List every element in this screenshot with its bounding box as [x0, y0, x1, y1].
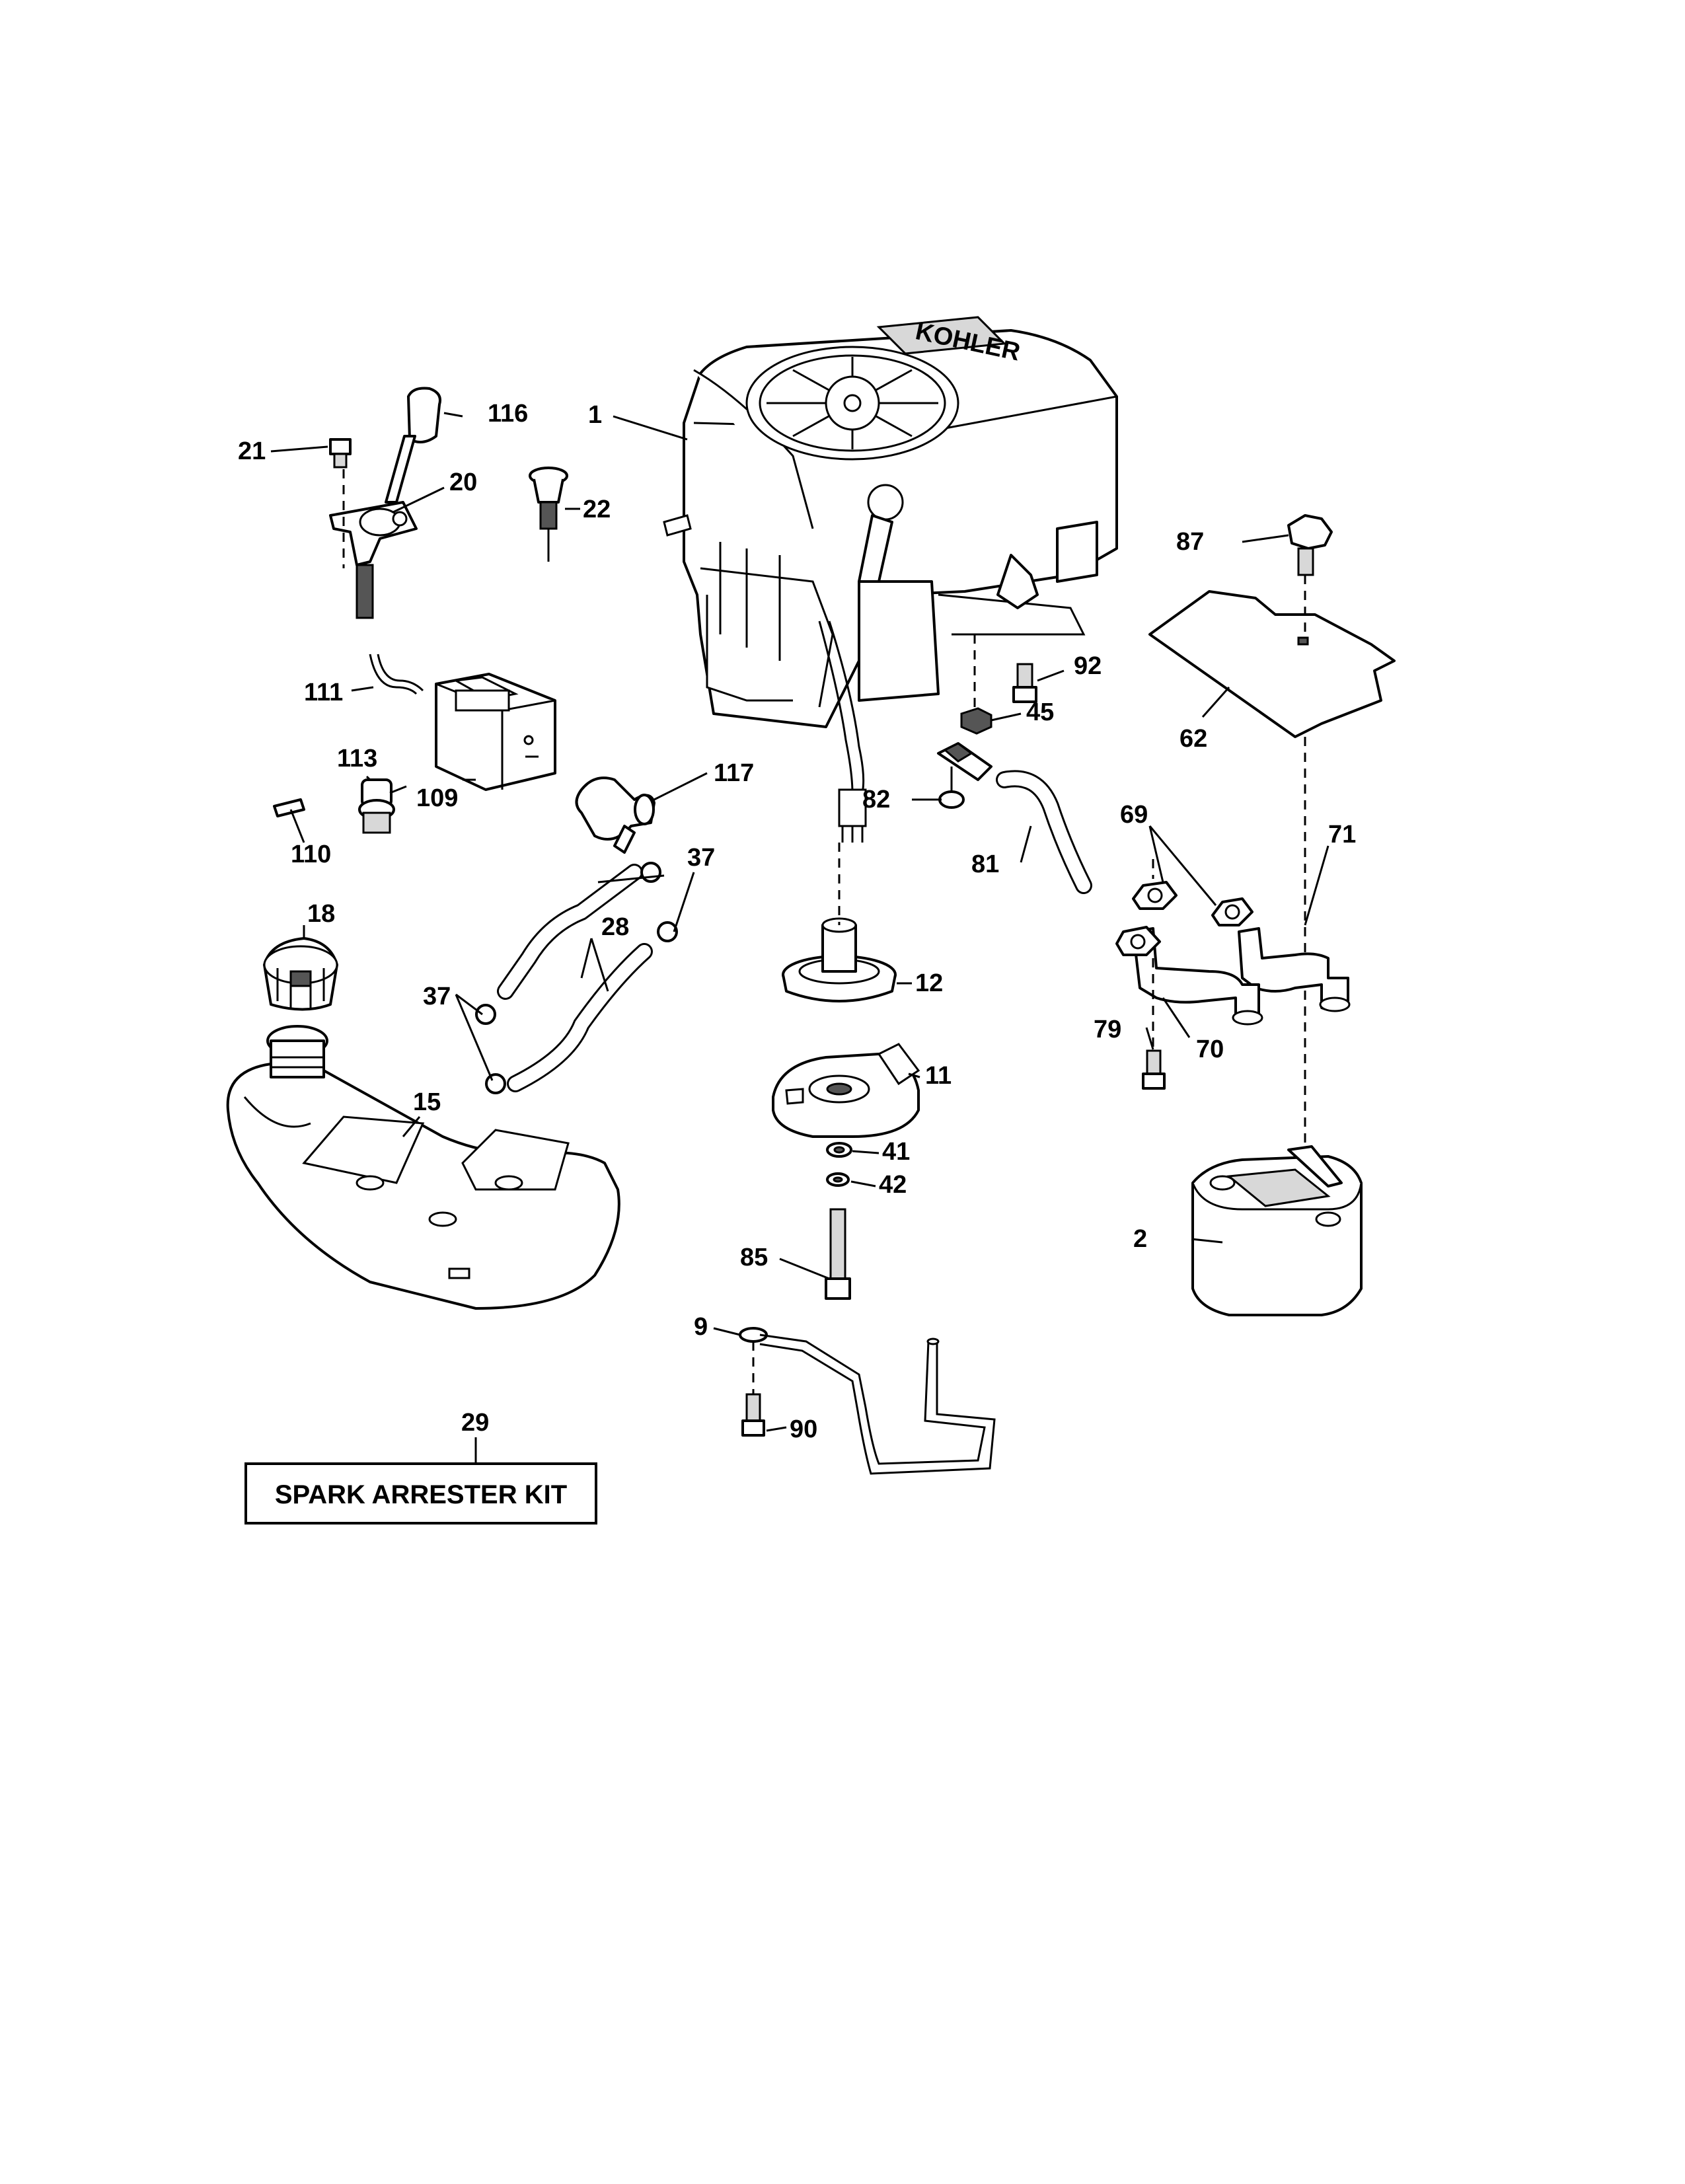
fuel-tank-part-15 [226, 1025, 620, 1310]
label-part-12: 12 [915, 969, 943, 997]
label-part-109: 109 [416, 784, 458, 812]
clutch-part-11 [772, 1043, 920, 1138]
heat-shield-part-62 [1148, 590, 1396, 738]
fuel-line-part-28 [497, 864, 653, 1092]
engine-part-1: KOHLER [663, 316, 1118, 843]
label-part-22: 22 [583, 496, 611, 523]
exhaust-pipe-part-71 [1238, 927, 1351, 1012]
label-part-82: 82 [862, 786, 890, 813]
hose-part-81 [996, 770, 1092, 894]
fuel-filter-part-109 [435, 673, 556, 791]
fitting-part-113 [358, 778, 407, 834]
label-part-41: 41 [882, 1138, 910, 1166]
fuel-cap-part-18 [263, 937, 338, 1011]
label-part-42: 42 [879, 1171, 907, 1199]
part-labels: 1 116 21 20 22 87 92 111 45 62 113 109 1… [238, 400, 1356, 1443]
label-part-116: 116 [488, 400, 528, 428]
label-part-90: 90 [790, 1415, 817, 1443]
label-part-117: 117 [714, 759, 754, 787]
label-part-2: 2 [1133, 1225, 1147, 1253]
throttle-knob-part-116 [407, 387, 441, 443]
knob-part-87 [1287, 514, 1333, 576]
label-part-37b: 37 [423, 983, 451, 1010]
throttle-control-part-20 [329, 435, 418, 619]
muffler-part-2 [1191, 1145, 1363, 1316]
label-part-21: 21 [238, 437, 266, 465]
engine-fan-grill [767, 357, 938, 449]
washer-part-42 [826, 1172, 850, 1187]
choke-knob-part-22 [529, 467, 568, 562]
label-part-85: 85 [740, 1244, 768, 1271]
rod-part-9 [739, 1327, 996, 1475]
label-part-37a: 37 [687, 844, 715, 872]
label-part-111: 111 [304, 679, 343, 706]
spark-arrester-kit-box: SPARK ARRESTER KIT [244, 1462, 597, 1525]
bolt-part-85 [825, 1208, 851, 1300]
bolt-part-21 [329, 438, 352, 469]
gasket-part-69 [1132, 881, 1254, 926]
pin-part-110 [273, 798, 305, 843]
label-part-1: 1 [588, 401, 602, 429]
label-part-62: 62 [1180, 725, 1207, 753]
label-part-81: 81 [971, 850, 999, 878]
washer-part-41 [826, 1142, 852, 1158]
label-part-71: 71 [1328, 821, 1356, 848]
label-part-9: 9 [694, 1313, 708, 1341]
pulley-part-12 [782, 917, 897, 1002]
label-part-29: 29 [461, 1409, 489, 1437]
connector-part-82 [937, 742, 992, 809]
label-part-110: 110 [291, 841, 331, 868]
label-part-11: 11 [925, 1062, 952, 1090]
label-part-79: 79 [1094, 1016, 1121, 1043]
label-part-69: 69 [1120, 801, 1148, 829]
hose-part-111 [369, 654, 424, 695]
bolt-part-90 [741, 1393, 765, 1437]
nut-part-45 [960, 707, 992, 735]
spark-arrester-kit-label: SPARK ARRESTER KIT [275, 1480, 567, 1509]
label-part-28: 28 [601, 913, 629, 941]
bolt-part-92 [1012, 663, 1037, 703]
fuel-shutoff-part-117 [575, 776, 655, 854]
label-part-18: 18 [307, 900, 335, 928]
label-part-70: 70 [1196, 1036, 1224, 1063]
label-part-45: 45 [1026, 698, 1054, 726]
label-part-15: 15 [413, 1088, 441, 1116]
label-part-113: 113 [337, 745, 377, 772]
label-part-87: 87 [1176, 528, 1204, 556]
bolt-part-79 [1142, 1049, 1166, 1090]
label-part-20: 20 [449, 469, 477, 496]
label-part-92: 92 [1074, 652, 1102, 680]
